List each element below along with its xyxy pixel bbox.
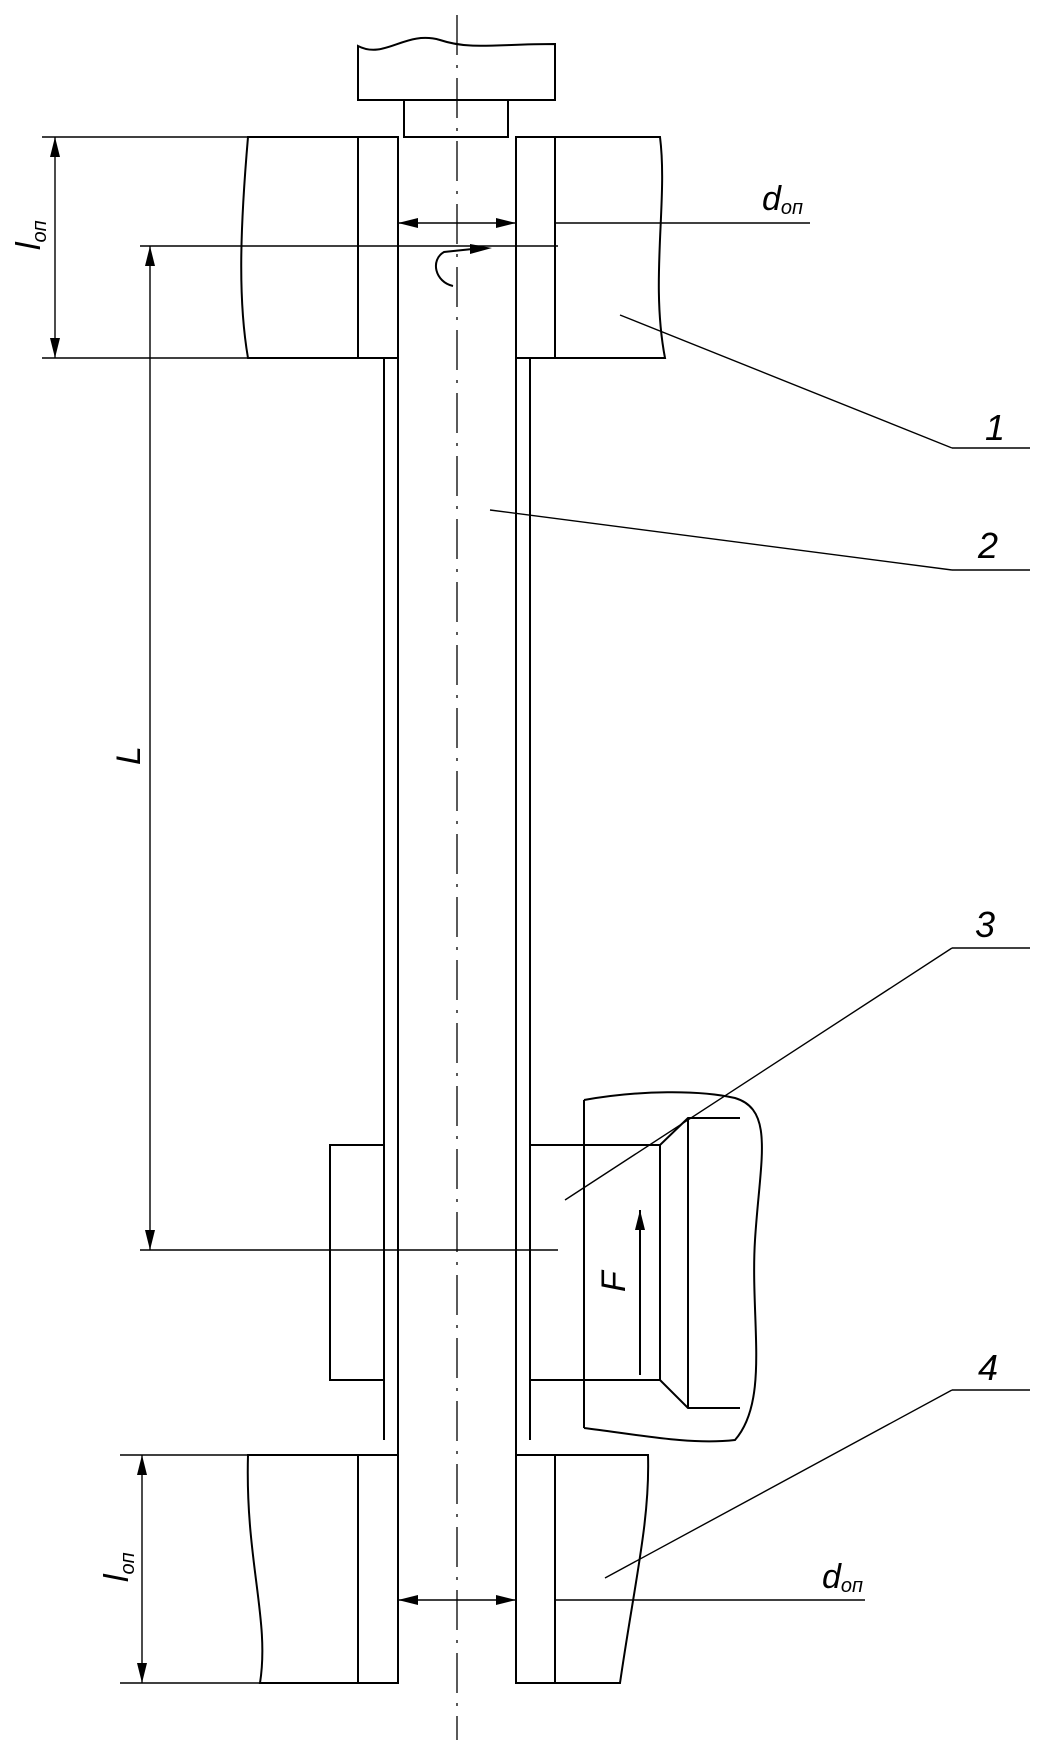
top-support-housing	[240, 136, 667, 359]
leader-lines	[489, 314, 1030, 1579]
rotation-arrow-icon	[434, 244, 492, 287]
callout-2: 2	[977, 525, 998, 566]
shaft-clamp	[357, 37, 556, 138]
svg-text:F: F	[595, 1269, 633, 1292]
bottom-bushing	[357, 1454, 556, 1684]
callout-4: 4	[978, 1347, 998, 1388]
label-load: F	[595, 1269, 633, 1292]
label-top-support-diameter: dоп	[762, 180, 803, 219]
bottom-support-housing	[246, 1454, 650, 1684]
extension-lines	[42, 136, 865, 1684]
label-span-length: L	[110, 746, 148, 765]
callout-3: 3	[975, 904, 995, 945]
label-top-support-length: lоп	[10, 220, 51, 250]
svg-text:lоп: lоп	[10, 220, 51, 250]
label-bottom-support-diameter: dоп	[822, 1558, 863, 1597]
label-bottom-support-length: lоп	[98, 1552, 139, 1582]
loading-yoke	[583, 1091, 763, 1443]
svg-text:lоп: lоп	[98, 1552, 139, 1582]
svg-text:L: L	[110, 746, 148, 765]
callout-1: 1	[985, 407, 1005, 448]
